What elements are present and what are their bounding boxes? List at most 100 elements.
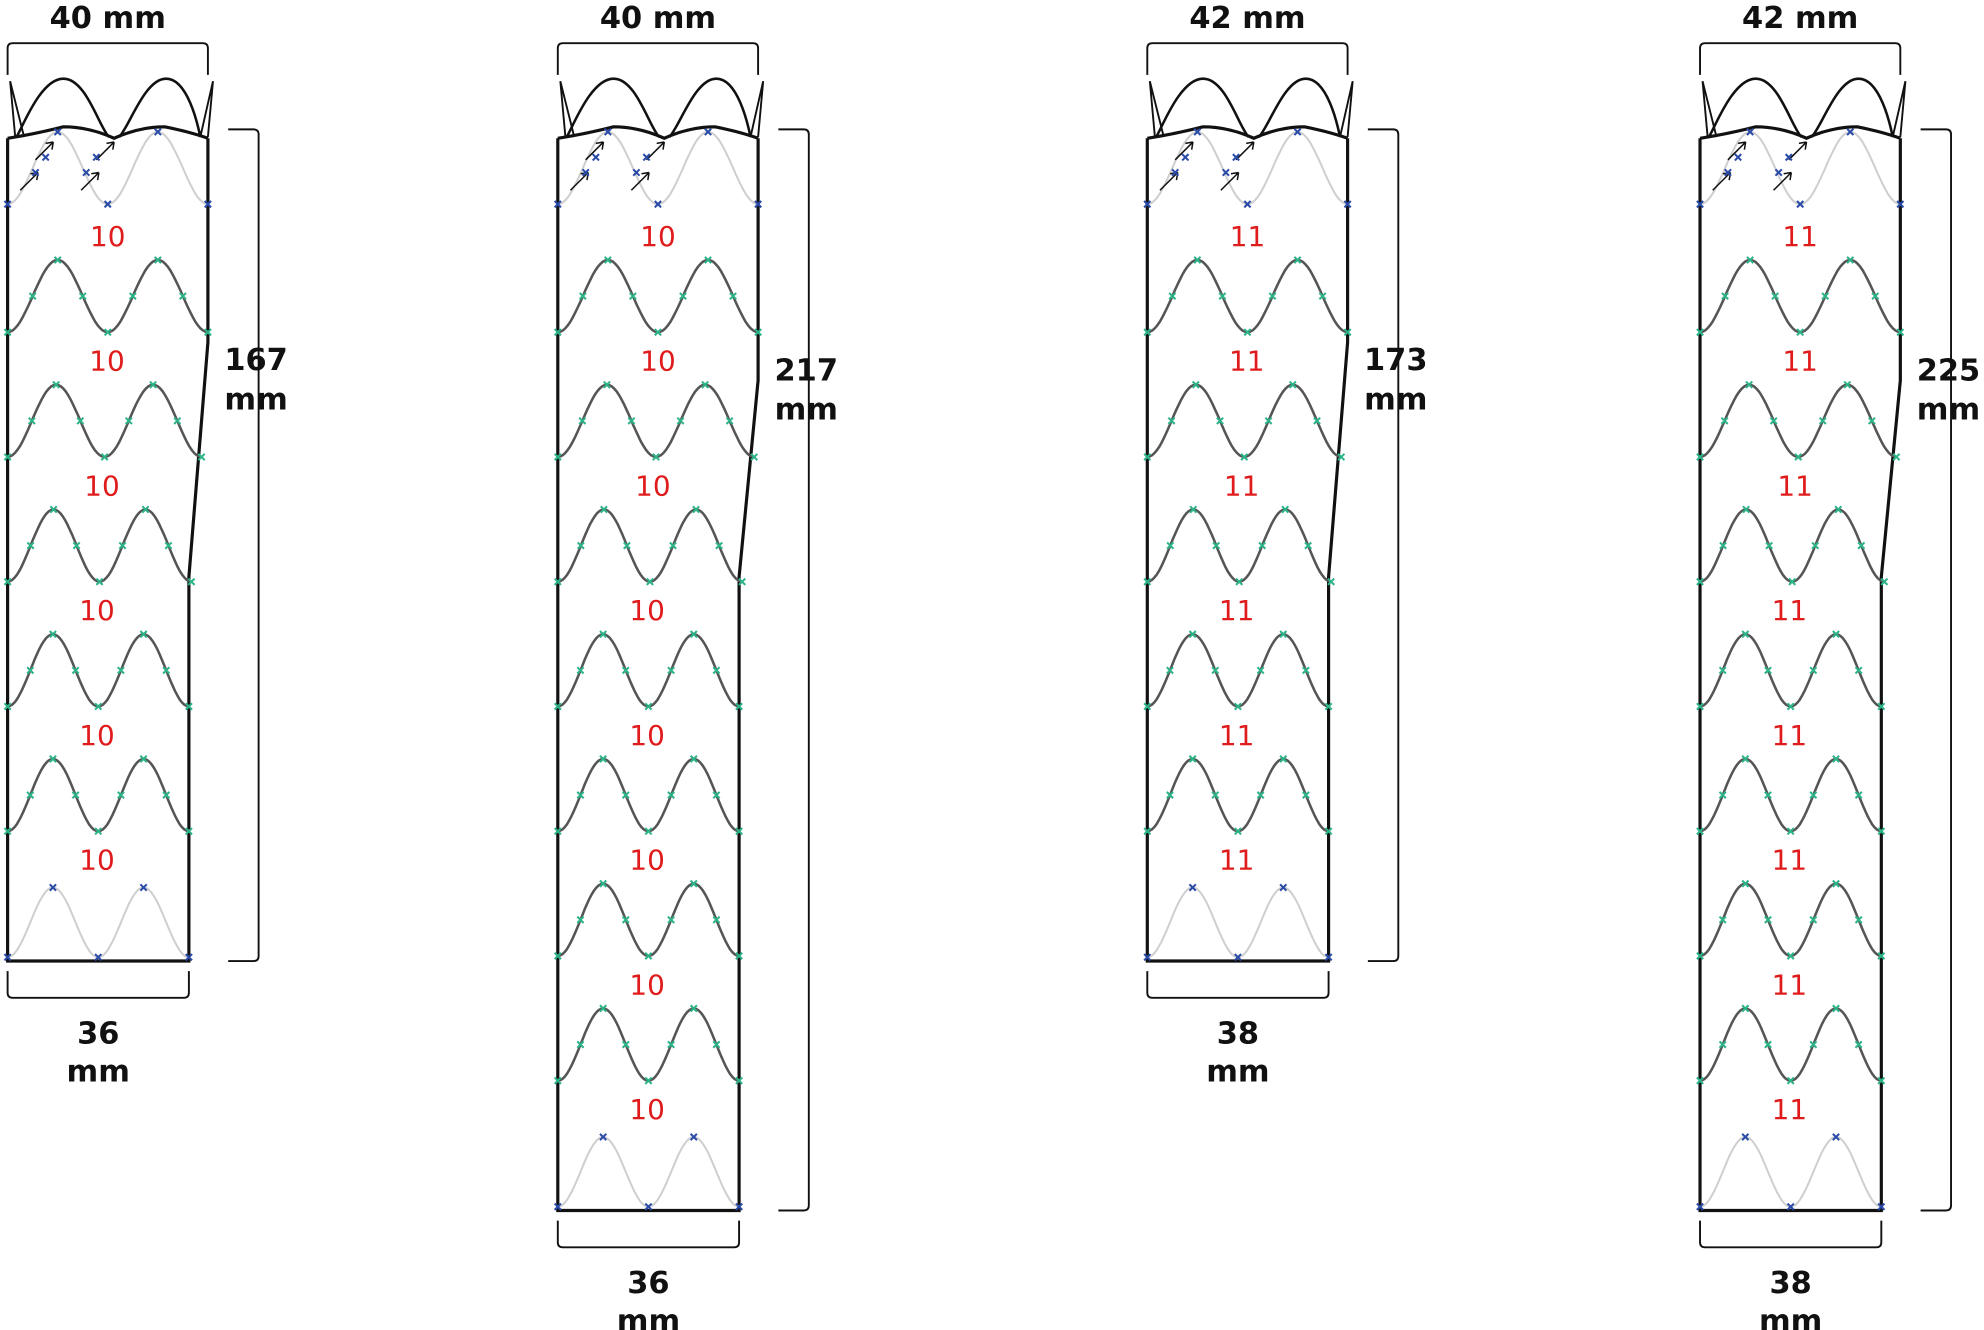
suture-marker xyxy=(1343,328,1352,337)
suture-marker xyxy=(162,666,171,675)
ring-count-label: 11 xyxy=(1772,594,1807,627)
arrow-icon xyxy=(1235,141,1255,161)
suture-marker xyxy=(94,702,103,711)
ring-count-label: 11 xyxy=(1782,220,1817,253)
bottom-width-bracket xyxy=(6,971,190,999)
suture-marker xyxy=(581,168,590,177)
suture-marker xyxy=(1258,541,1267,550)
suture-marker xyxy=(3,200,12,209)
suture-marker xyxy=(553,453,562,461)
stent-ring xyxy=(1696,879,1886,960)
suture-marker xyxy=(1877,1076,1886,1085)
stent-ring xyxy=(1143,630,1333,711)
distal-ring xyxy=(3,883,193,962)
suture-marker xyxy=(49,505,58,514)
suture-marker xyxy=(1143,702,1152,711)
suture-marker xyxy=(1857,541,1866,550)
suture-marker xyxy=(1143,577,1152,586)
suture-marker xyxy=(204,200,212,209)
suture-marker xyxy=(1234,702,1242,711)
suture-marker xyxy=(103,200,112,209)
suture-marker xyxy=(667,666,675,675)
suture-marker xyxy=(1268,292,1277,300)
suture-marker xyxy=(139,630,148,639)
suture-marker xyxy=(3,702,12,711)
bottom-width-bracket xyxy=(556,1220,741,1249)
suture-marker xyxy=(3,827,12,836)
suture-marker xyxy=(173,416,182,425)
stent-ring xyxy=(1143,380,1346,461)
suture-marker xyxy=(603,380,611,389)
suture-marker xyxy=(26,541,35,550)
suture-marker xyxy=(738,577,747,586)
suture-marker xyxy=(49,630,57,639)
suture-marker xyxy=(621,1040,630,1049)
suture-marker xyxy=(3,328,12,337)
suture-marker xyxy=(1818,416,1827,425)
suture-marker xyxy=(185,702,193,711)
suture-marker xyxy=(1834,505,1843,514)
suture-marker xyxy=(1188,630,1197,639)
suture-marker xyxy=(725,416,734,425)
suture-marker xyxy=(204,328,212,337)
graft-body xyxy=(556,138,760,1213)
suture-marker xyxy=(153,128,162,136)
arrow-icon xyxy=(646,141,666,161)
suture-marker xyxy=(576,1040,585,1049)
arrow-icon xyxy=(80,171,100,191)
suture-marker xyxy=(689,879,698,888)
suture-marker xyxy=(1302,791,1310,799)
suture-marker xyxy=(1211,791,1220,799)
suture-marker xyxy=(149,380,157,389)
suture-marker xyxy=(94,827,103,836)
top-width-label: 42 mm xyxy=(1742,1,1858,36)
suture-marker xyxy=(1724,168,1732,177)
bottom-width-unit: mm xyxy=(1759,1304,1822,1330)
suture-marker xyxy=(124,416,133,425)
length-unit: mm xyxy=(1917,393,1980,428)
arrow-icon xyxy=(1727,141,1747,161)
suture-marker xyxy=(1718,1040,1727,1049)
stent-ring xyxy=(1696,630,1886,711)
suture-marker xyxy=(578,292,587,300)
suture-marker xyxy=(1809,791,1818,799)
suture-marker xyxy=(553,328,562,337)
suture-marker xyxy=(1235,577,1244,586)
ring-count-label: 10 xyxy=(79,594,114,627)
suture-marker xyxy=(1718,791,1727,799)
suture-marker xyxy=(701,380,709,389)
suture-marker xyxy=(162,791,171,799)
suture-marker xyxy=(52,380,60,389)
suture-marker xyxy=(599,755,608,763)
ring-count-label: 11 xyxy=(1772,844,1807,877)
suture-marker xyxy=(117,666,125,675)
suture-marker xyxy=(139,755,148,763)
bottom-width-value: 36 xyxy=(77,1016,119,1051)
arrow-icon xyxy=(95,141,115,161)
suture-marker xyxy=(623,541,631,550)
suture-marker xyxy=(1784,153,1793,162)
proximal-ring xyxy=(553,128,762,209)
suture-marker xyxy=(621,915,630,924)
suture-marker xyxy=(187,577,196,586)
suture-marker xyxy=(735,1202,743,1211)
top-width-bracket xyxy=(1699,42,1902,75)
suture-marker xyxy=(94,953,103,962)
suture-marker xyxy=(72,541,81,550)
ring-count-label: 10 xyxy=(79,719,114,752)
suture-marker xyxy=(553,1076,562,1085)
ring-count-label: 10 xyxy=(84,470,119,503)
suture-marker xyxy=(1892,453,1901,461)
suture-marker xyxy=(1143,827,1152,836)
suture-marker xyxy=(689,1004,698,1013)
ring-count-label: 11 xyxy=(1230,220,1265,253)
suture-marker xyxy=(1764,1040,1772,1049)
ring-count-label: 10 xyxy=(629,844,664,877)
suture-marker xyxy=(1719,541,1727,550)
arrow-icon xyxy=(630,171,650,191)
suture-marker xyxy=(1696,1202,1704,1211)
suture-marker xyxy=(715,541,723,550)
length-bracket xyxy=(228,128,260,962)
stent-ring xyxy=(1696,1004,1886,1085)
